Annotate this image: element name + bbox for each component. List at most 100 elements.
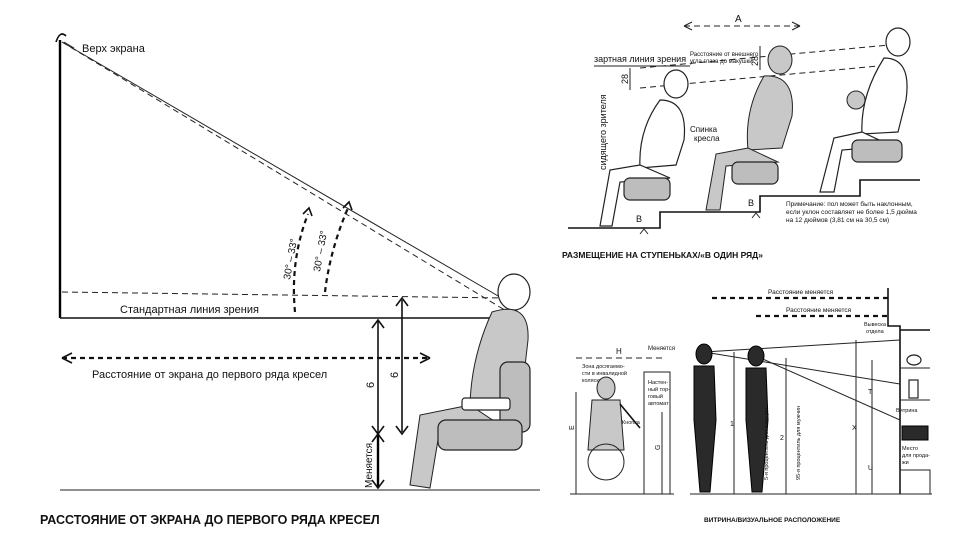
seated-viewer-figure	[409, 273, 531, 489]
sign-label-1: Вывеска	[864, 322, 887, 328]
dim-28-b-label: 28	[750, 56, 760, 66]
dim-6-heads-a	[395, 296, 409, 436]
reach-zone-3: коляске	[582, 378, 602, 384]
flower-bouquet-icon	[846, 90, 866, 110]
angle-arc-1	[292, 213, 310, 313]
showcase-wall	[887, 288, 901, 494]
step-note-2: если уклон составляет не более 1,5 дюйма	[786, 208, 917, 216]
dim-b-head-1	[639, 228, 649, 235]
sales-place-3: жи	[902, 460, 909, 466]
seat-back-label-1: Спинка	[690, 125, 718, 134]
stepped-seating-caption: РАЗМЕЩЕНИЕ НА СТУПЕНЬКАХ/«В ОДИН РЯД»	[562, 250, 763, 260]
showcase-panel: Расстояние меняется Расстояние меняется …	[690, 288, 932, 524]
figure-2-torso	[746, 75, 793, 151]
women-percentile-note: 5-я процентиль для женщин	[764, 408, 770, 480]
distance-arrow-right-head	[419, 352, 431, 364]
screen-top-marker	[55, 33, 67, 43]
men-percentile-note: 95-я процентиль для мужчин	[796, 406, 802, 480]
woman-body	[745, 367, 769, 493]
step-note-3: на 12 дюймов (3,81 см на 30,5 см)	[786, 216, 889, 224]
angle-arc-1-head	[302, 206, 313, 217]
sightline-top	[61, 41, 509, 313]
machine-label-4: автомат	[648, 401, 669, 407]
dim-28-a-label: 28	[620, 74, 630, 84]
man-head	[695, 343, 713, 365]
step-figure-1	[599, 69, 689, 227]
varies-label: Меняется	[364, 443, 375, 488]
angle-arc-2-head	[342, 200, 353, 211]
vase-icon	[908, 379, 919, 399]
wheelchair-panel: H Меняется Зона досягаемо- сти в инвалид…	[569, 346, 675, 495]
reach-zone-2: сти в инвалидной	[582, 370, 627, 377]
showcase-caption: ВИТРИНА/ВИЗУАЛЬНОЕ РАСПОЛОЖЕНИЕ	[704, 517, 841, 524]
figure-1-head	[663, 69, 689, 99]
dim-6-label-b: 6	[365, 382, 377, 388]
floor-steps	[568, 179, 920, 229]
distance-varies-label-2: Расстояние меняется	[786, 307, 852, 314]
dim-g-label: G	[655, 445, 662, 450]
machine-label-1: Настен-	[648, 380, 668, 386]
wheelchair-user-arm	[619, 403, 641, 429]
figure-3-head	[885, 27, 911, 57]
showcase-sightline-3	[755, 355, 901, 421]
dim-a-heads	[683, 21, 801, 31]
dim-2-label: 2	[780, 435, 784, 442]
seated-viewer-label: сидящего зрителя	[598, 94, 608, 170]
sales-place-2: для прода-	[902, 453, 930, 459]
showcase-label: Витрина	[896, 408, 918, 414]
viewer-armrest	[461, 397, 511, 411]
distance-label: Расстояние от экрана до первого ряда кре…	[92, 369, 327, 381]
seat-back-label-2: кресла	[694, 134, 720, 143]
sales-counter-display	[901, 425, 929, 441]
step-sightline-label: зартная линия зрения	[594, 54, 686, 64]
standing-man-figure	[693, 343, 717, 493]
step-note-1: Примечание: пол может быть наклонным,	[786, 200, 913, 208]
standard-sightline-label: Стандартная линия зрения	[120, 304, 259, 316]
wheelchair-varies-label: Меняется	[648, 346, 675, 352]
viewer-head	[497, 273, 531, 311]
step-figure-2	[705, 45, 793, 211]
button-label: Кнопка	[622, 420, 641, 426]
showcase-sightline-2	[703, 351, 901, 385]
sales-place-1: Место	[902, 446, 918, 452]
viewer-seat-cushion	[437, 419, 523, 451]
figure-2-legs	[705, 147, 780, 211]
distance-arrow-left-head	[61, 352, 73, 364]
standing-woman-figure	[745, 345, 769, 493]
step-figure-3	[819, 27, 911, 193]
eye-distance-note-2: угла глаза до макушки	[690, 59, 753, 65]
distance-varies-label-1: Расстояние меняется	[768, 289, 834, 296]
figure-1-legs	[599, 164, 671, 227]
figure-3-seat	[851, 139, 903, 163]
dim-e-label: E	[569, 425, 576, 430]
man-body	[693, 365, 717, 493]
angle-label-1: 30° – 33°	[282, 238, 300, 281]
stepped-seating-panel: A Расстояние от внешнего угла глаза до м…	[562, 14, 920, 260]
showcase-sightline-1	[703, 339, 901, 353]
dim-b-head-2	[751, 212, 761, 219]
sales-counter	[899, 469, 931, 495]
sightline-horizontal	[61, 291, 506, 299]
screen-top-leader	[63, 41, 75, 49]
wheelchair-wheel-icon	[587, 443, 625, 481]
wheelchair-user-head	[596, 376, 616, 400]
dim-1-label: 1	[730, 421, 734, 428]
angle-label-2: 30° – 33°	[312, 230, 330, 273]
figure-2-head	[767, 45, 793, 75]
sign-label-2: отдела	[866, 329, 885, 335]
dim-t-label: T	[868, 389, 873, 396]
figure-1-torso	[639, 99, 686, 169]
dim-h-label: H	[616, 347, 622, 356]
wheelchair-user-figure	[587, 376, 641, 481]
eye-distance-note-1: Расстояние от внешнего	[690, 52, 759, 58]
screen-distance-panel: Верх экрана Стандартная линия зрения Рас…	[40, 33, 540, 527]
sightline-top-2	[61, 41, 506, 301]
teapot-icon	[906, 354, 922, 366]
dim-a-label: A	[735, 14, 742, 25]
screen-distance-caption: РАССТОЯНИЕ ОТ ЭКРАНА ДО ПЕРВОГО РЯДА КРЕ…	[40, 513, 380, 527]
dim-6-label-a: 6	[389, 372, 401, 378]
reach-zone-1: Зона досягаемо-	[582, 364, 625, 370]
wheelchair-user-torso	[587, 399, 625, 451]
dim-varies-heads	[371, 432, 385, 490]
